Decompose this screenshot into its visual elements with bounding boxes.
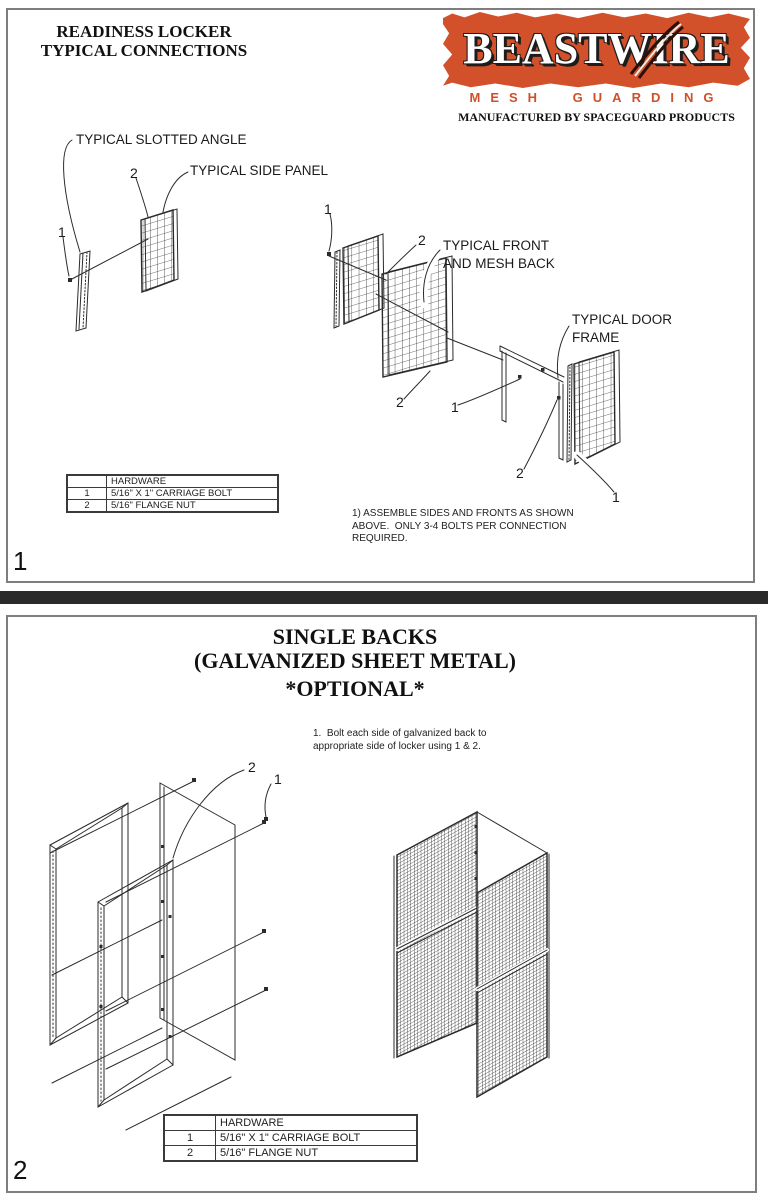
table-header-row: HARDWARE (66, 474, 279, 488)
label-slotted-angle: TYPICAL SLOTTED ANGLE (76, 132, 247, 147)
table-header-row: HARDWARE (163, 1114, 418, 1131)
hardware-header: HARDWARE (106, 474, 279, 488)
sheet2-diagrams: 2 1 (49, 759, 550, 1131)
leader-lines (62, 139, 615, 493)
note-line: ABOVE. ONLY 3-4 BOLTS PER CONNECTION (352, 520, 567, 532)
assembled-locker-drawing (393, 810, 550, 1099)
hardware-header: HARDWARE (215, 1114, 418, 1131)
table-row: 2 5/16" FLANGE NUT (66, 499, 279, 513)
callout-2: 2 (396, 394, 404, 410)
sheet2-title-line2: (GALVANIZED SHEET METAL) (194, 648, 516, 673)
door-frame-drawing (499, 345, 565, 461)
hardware-item-desc: 5/16" FLANGE NUT (106, 499, 279, 513)
hardware-item-desc: 5/16" FLANGE NUT (215, 1145, 418, 1162)
sheet1-assembly-diagram: TYPICAL SLOTTED ANGLE 2 TYPICAL SIDE PAN… (58, 132, 672, 505)
bolt-axis-line (68, 238, 149, 282)
hardware-item-number: 2 (163, 1145, 216, 1162)
leader-lines (172, 769, 272, 859)
sheet2-assembly-note: 1. Bolt each side of galvanized back to … (313, 727, 486, 753)
sheet1-assembly-note: 1) ASSEMBLE SIDES AND FRONTS AS SHOWN AB… (352, 508, 574, 546)
logo-flame-background: BEASTWIRE (443, 12, 750, 88)
slotted-angle-drawing (75, 250, 91, 332)
table-row: 1 5/16" X 1" CARRIAGE BOLT (163, 1130, 418, 1146)
callout-2: 2 (130, 165, 138, 181)
hardware-item-number: 2 (66, 499, 107, 513)
sheet-divider-bar (0, 591, 768, 604)
sheet2-title-line1: SINGLE BACKS (272, 624, 438, 649)
claw-mark-icon (629, 20, 684, 79)
label-side-panel: TYPICAL SIDE PANEL (190, 163, 329, 178)
label-front-back-line1: TYPICAL FRONT (443, 238, 549, 253)
table-row: 2 5/16" FLANGE NUT (163, 1145, 418, 1162)
sheet2-page-number: 2 (13, 1155, 28, 1185)
sheet2-title-line3: *OPTIONAL* (285, 676, 425, 701)
label-door-frame-line1: TYPICAL DOOR (572, 312, 672, 327)
callout-1: 1 (324, 201, 332, 217)
callout-2: 2 (248, 759, 256, 775)
note-line: REQUIRED. (352, 533, 408, 544)
hardware-item-desc: 5/16" X 1" CARRIAGE BOLT (106, 487, 279, 500)
sheet1-page-number: 1 (13, 546, 28, 576)
back-frame-b-drawing (97, 859, 174, 1108)
callout-2: 2 (418, 232, 426, 248)
callout-2: 2 (516, 465, 524, 481)
logo-tagline: MESH GUARDING (469, 90, 724, 105)
callout-1: 1 (274, 771, 282, 787)
sheet2-title: SINGLE BACKS (GALVANIZED SHEET METAL) *O… (60, 625, 650, 701)
hardware-item-header (163, 1114, 216, 1131)
sheet1-hardware-table: HARDWARE 1 5/16" X 1" CARRIAGE BOLT 2 5/… (66, 474, 279, 513)
mesh-back-drawing (333, 233, 385, 329)
note-line: appropriate side of locker using 1 & 2. (313, 741, 481, 752)
hardware-item-desc: 5/16" X 1" CARRIAGE BOLT (215, 1130, 418, 1146)
note-line: 1) ASSEMBLE SIDES AND FRONTS AS SHOWN (352, 508, 574, 519)
sheet1-title-line2: TYPICAL CONNECTIONS (40, 41, 248, 60)
hardware-item-number: 1 (66, 487, 107, 500)
side-panel-drawing (140, 208, 179, 294)
callout-1: 1 (612, 489, 620, 505)
hardware-item-number: 1 (163, 1130, 216, 1146)
sheet1-title: READINESS LOCKER TYPICAL CONNECTIONS (24, 22, 264, 60)
sheet-2-border (6, 615, 757, 1193)
hardware-item-header (66, 474, 107, 488)
callout-1: 1 (58, 224, 66, 240)
note-line: 1. Bolt each side of galvanized back to (313, 728, 487, 739)
label-door-frame-line2: FRAME (572, 330, 619, 345)
mesh-front-drawing (381, 248, 454, 403)
manufactured-by-line: MANUFACTURED BY SPACEGUARD PRODUCTS (458, 110, 735, 124)
sheet2-hardware-table: HARDWARE 1 5/16" X 1" CARRIAGE BOLT 2 5/… (163, 1114, 418, 1162)
bolt-axis-lines (49, 778, 268, 1131)
brand-name: BEASTWIRE (463, 24, 730, 73)
table-row: 1 5/16" X 1" CARRIAGE BOLT (66, 487, 279, 500)
back-frame-a-drawing (49, 802, 129, 1046)
callout-1: 1 (451, 399, 459, 415)
galvanized-sheet-drawing (159, 782, 236, 1061)
beastwire-logo: BEASTWIRE MESH GUARDING MANUFACTURED BY … (443, 12, 750, 125)
label-front-back-line2: AND MESH BACK (443, 256, 555, 271)
sheet1-title-line1: READINESS LOCKER (56, 22, 232, 41)
